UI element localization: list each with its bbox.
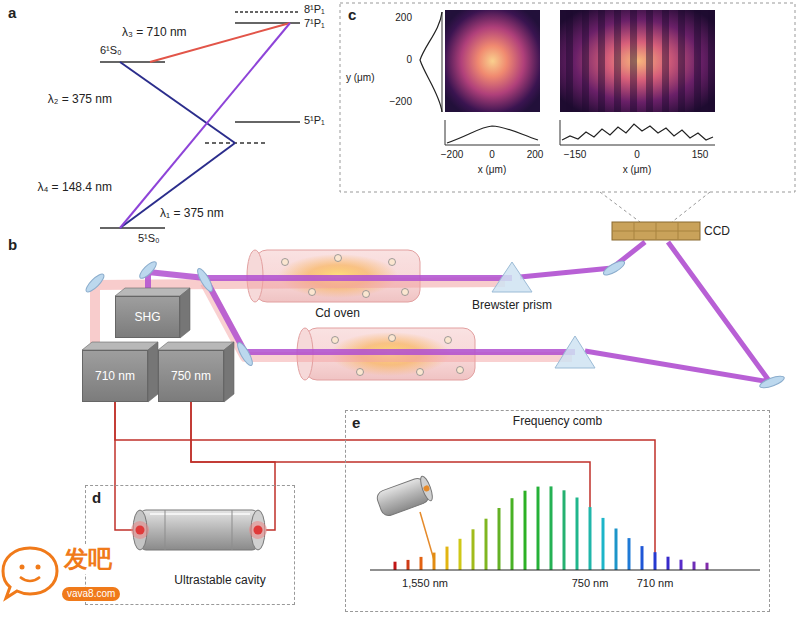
fringe-image (560, 10, 715, 145)
text-label: 0 (378, 54, 412, 66)
text-label: 8¹P₁ (304, 3, 325, 16)
level-line (235, 11, 300, 13)
node-label: SHG (134, 310, 160, 324)
axis-line (560, 145, 715, 146)
mirror (84, 272, 107, 295)
transition-line (120, 23, 290, 228)
laser-box: 710 nm (82, 350, 148, 402)
oven-label-box: Cd oven (255, 250, 420, 320)
prism-label-box: Brewster prism (452, 258, 572, 312)
text-label: 1,550 nm (385, 577, 465, 590)
level-line (100, 227, 165, 229)
camera-image (560, 10, 715, 112)
ccd-label-box: CCD (704, 220, 760, 242)
text-label: −150 (555, 149, 595, 161)
camera-image (445, 10, 540, 112)
watermark-text: vava8.com (62, 587, 120, 601)
beam-710 (95, 282, 505, 346)
profile-curve (420, 12, 442, 112)
beam-output (520, 242, 645, 277)
mirror (602, 259, 627, 278)
axis-line (445, 120, 446, 145)
node-label: Cd oven (315, 306, 360, 320)
node-label: Ultrastable cavity (174, 573, 265, 587)
text-label: −200 (378, 96, 412, 108)
axis-line (442, 12, 443, 112)
signal-wire (191, 402, 275, 485)
level-line (235, 121, 300, 123)
comb-teeth (395, 486, 707, 570)
transition-line (120, 143, 235, 228)
watermark-icon (3, 548, 57, 598)
laser-box-faces (82, 288, 234, 402)
text-label: x (μm) (607, 164, 667, 176)
signal-wire (191, 402, 345, 462)
wire (266, 485, 275, 530)
cavity-illustration (115, 485, 275, 550)
wire (345, 462, 590, 556)
mirrors (84, 259, 786, 391)
axis-line (560, 120, 561, 145)
signal-wire (115, 402, 345, 440)
leader-line (600, 192, 640, 222)
text-label: 6¹S₀ (100, 44, 122, 57)
profile-curve (562, 124, 713, 140)
mirror (758, 374, 785, 390)
frequency-axis (370, 569, 760, 570)
prism (555, 336, 595, 368)
node-label: CCD (704, 224, 730, 238)
panel-letter: d (92, 489, 101, 507)
panel-letter: a (8, 4, 16, 22)
beam-splitter (195, 267, 215, 294)
node-label: 710 nm (95, 369, 135, 383)
text-label: 5¹S₀ (138, 232, 160, 245)
text-label: 150 (680, 149, 720, 161)
text-label: λ₃ = 710 nm (122, 25, 187, 39)
node-label: 750 nm (171, 369, 211, 383)
profile-curve (447, 126, 538, 143)
text-label: 0 (472, 149, 512, 161)
text-label: x (μm) (462, 164, 522, 176)
text-label: 5¹P₁ (304, 114, 325, 127)
atoms (282, 255, 464, 376)
panel-letter: c (348, 6, 356, 24)
text-label: 750 nm (550, 577, 630, 590)
text-label: y (μm) (346, 72, 375, 84)
panel-frame (340, 3, 795, 192)
text-label: −200 (432, 149, 472, 161)
transitions (120, 23, 290, 228)
fringe-stripes (566, 10, 715, 112)
watermark-text: 发吧 (62, 545, 114, 574)
beam-output (585, 242, 770, 382)
text-label: λ₄ = 148.4 nm (10, 180, 112, 194)
prism (492, 262, 532, 292)
axis-line (445, 145, 540, 146)
laser-box: SHG (115, 296, 180, 338)
text-label: 710 nm (615, 577, 695, 590)
node-label: Frequency comb (513, 414, 602, 428)
leader-line (672, 192, 710, 222)
panel-letter: b (8, 236, 17, 254)
beam-710 (205, 283, 572, 357)
ccd-chip (612, 222, 700, 240)
mirror (235, 341, 255, 368)
mirror (137, 259, 158, 280)
beam-image (420, 10, 540, 145)
panel-letter: e (352, 414, 360, 432)
text-label: 200 (378, 12, 412, 24)
text-label: 7¹P₁ (304, 17, 325, 30)
text-label: λ₁ = 375 nm (160, 206, 224, 220)
wire (115, 485, 133, 530)
comb-illustration (345, 440, 760, 570)
transition-line (120, 62, 235, 143)
laser-box: 750 nm (158, 350, 224, 402)
text-label: 200 (515, 149, 555, 161)
text-label: 0 (617, 149, 657, 161)
node-label: Brewster prism (472, 298, 552, 312)
energy-levels (100, 12, 300, 228)
text-label: λ₂ = 375 nm (10, 92, 112, 106)
